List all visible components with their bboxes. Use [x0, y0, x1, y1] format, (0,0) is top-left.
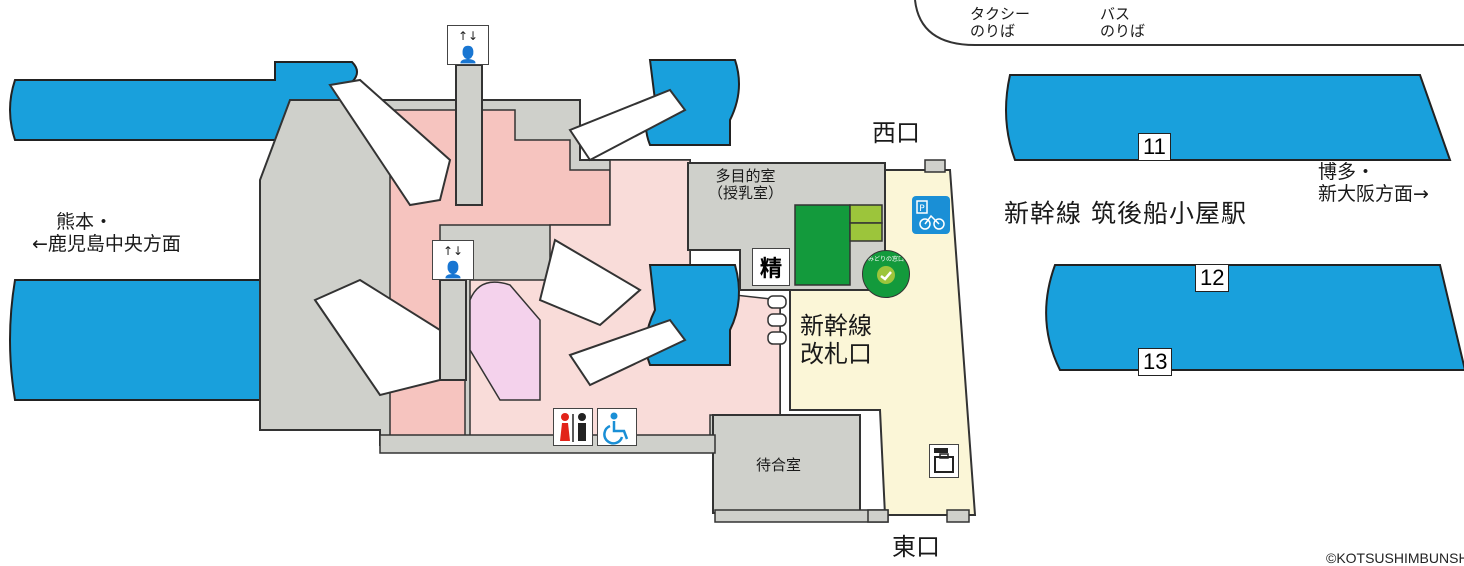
stairs-center [538, 238, 642, 327]
track-right-upper [1005, 74, 1452, 161]
pillar-west-exit [924, 159, 946, 173]
pillar-east-left [867, 509, 889, 523]
elevator-icon: ↑↓ 👤 [447, 25, 489, 65]
waiting-room [712, 414, 861, 514]
ticket-gate-label: 新幹線改札口 [800, 312, 872, 368]
concourse-base-strip [379, 434, 716, 454]
direction-north-label: 博多・新大阪方面→ [1318, 161, 1429, 205]
park-and-ride-icon: P [912, 196, 950, 234]
accessible-toilet-icon [597, 408, 637, 446]
multipurpose-room-label: 多目的室（授乳室） [708, 167, 784, 203]
midori-window-counter-upper [849, 204, 883, 224]
escalator-upper [568, 88, 687, 162]
taxi-stand-label: タクシーのりば [970, 5, 1031, 41]
stairs-left-upper [328, 78, 452, 207]
svg-text:↑↓: ↑↓ [458, 29, 478, 43]
platform-number-13: 13 [1138, 348, 1173, 376]
escalator-lower [568, 318, 687, 387]
svg-text:↑↓: ↑↓ [443, 244, 463, 258]
station-name: 新幹線 筑後船小屋駅 [1004, 199, 1247, 228]
west-exit-label: 西口 [872, 119, 920, 147]
elevator-shaft-lower [439, 279, 467, 381]
toilet-icon [553, 408, 593, 446]
copyright-notice: ©KOTSUSHIMBUNSHA [1326, 550, 1464, 566]
bus-stop-label: バスのりば [1100, 5, 1146, 41]
elevator-icon: ↑↓ 👤 [432, 240, 474, 280]
pillar-east-right [946, 509, 970, 523]
ticket-gates [767, 295, 787, 345]
bus-taxi-curb [914, 0, 1464, 46]
svg-text:P: P [919, 204, 925, 214]
midori-window-office [794, 204, 851, 286]
east-exit-label: 東口 [892, 533, 940, 561]
lavender-ramp [469, 281, 541, 401]
platform-number-12: 12 [1195, 264, 1230, 292]
elevator-shaft-upper [455, 64, 483, 206]
svg-text:👤: 👤 [443, 260, 463, 279]
midori-window-icon: みどりの窓口 [862, 250, 910, 298]
coin-locker-icon [929, 444, 959, 478]
midori-window-counter-lower [849, 222, 883, 242]
waiting-room-base [714, 509, 889, 523]
svg-text:👤: 👤 [458, 45, 478, 64]
gate-area [789, 169, 977, 516]
waiting-room-label: 待合室 [756, 456, 802, 474]
fare-adjustment-icon: 精 [752, 248, 790, 286]
track-right-lower [1045, 264, 1464, 371]
platform-number-11: 11 [1138, 133, 1171, 161]
direction-south-label: 熊本・←鹿児島中央方面 [32, 211, 181, 255]
